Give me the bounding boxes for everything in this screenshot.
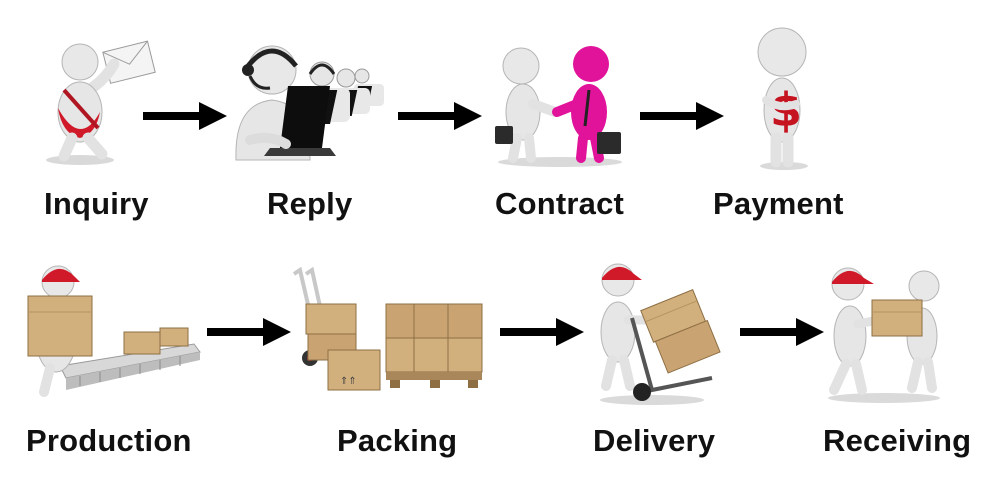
svg-text:⇑⇑: ⇑⇑ [340, 376, 357, 387]
step-label-delivery: Delivery [593, 423, 716, 458]
step-label-production: Production [26, 423, 192, 458]
arrow-right-icon [500, 318, 584, 346]
courier-with-hand-truck-icon [600, 263, 721, 405]
step-label-receiving: Receiving [823, 423, 972, 458]
step-reply [230, 30, 400, 170]
figure-with-envelope-icon [46, 40, 156, 165]
call-center-operators-icon [235, 45, 384, 161]
step-production [20, 262, 210, 402]
step-inquiry [40, 30, 170, 170]
arrow-right-icon [143, 102, 227, 130]
figure-with-dollar-sign-icon: $ [757, 27, 808, 170]
step-label-contract: Contract [495, 186, 625, 221]
step-receiving [820, 262, 950, 407]
step-label-payment: Payment [713, 186, 844, 221]
step-label-packing: Packing [337, 423, 458, 458]
step-contract [485, 34, 635, 169]
arrow-right-icon [207, 318, 291, 346]
arrow-right-icon [740, 318, 824, 346]
step-label-reply: Reply [267, 186, 353, 221]
step-packing: ⇑⇑ [290, 266, 490, 404]
worker-at-conveyor-icon [27, 265, 201, 397]
arrow-right-icon [398, 102, 482, 130]
step-payment: $ [740, 22, 830, 172]
arrow-right-icon [640, 102, 724, 130]
handshake-icon [495, 46, 622, 167]
step-delivery [592, 258, 727, 408]
box-handover-icon [828, 267, 940, 403]
step-label-inquiry: Inquiry [44, 186, 149, 221]
boxes-on-hand-truck-and-pallet-icon: ⇑⇑ [292, 266, 483, 391]
